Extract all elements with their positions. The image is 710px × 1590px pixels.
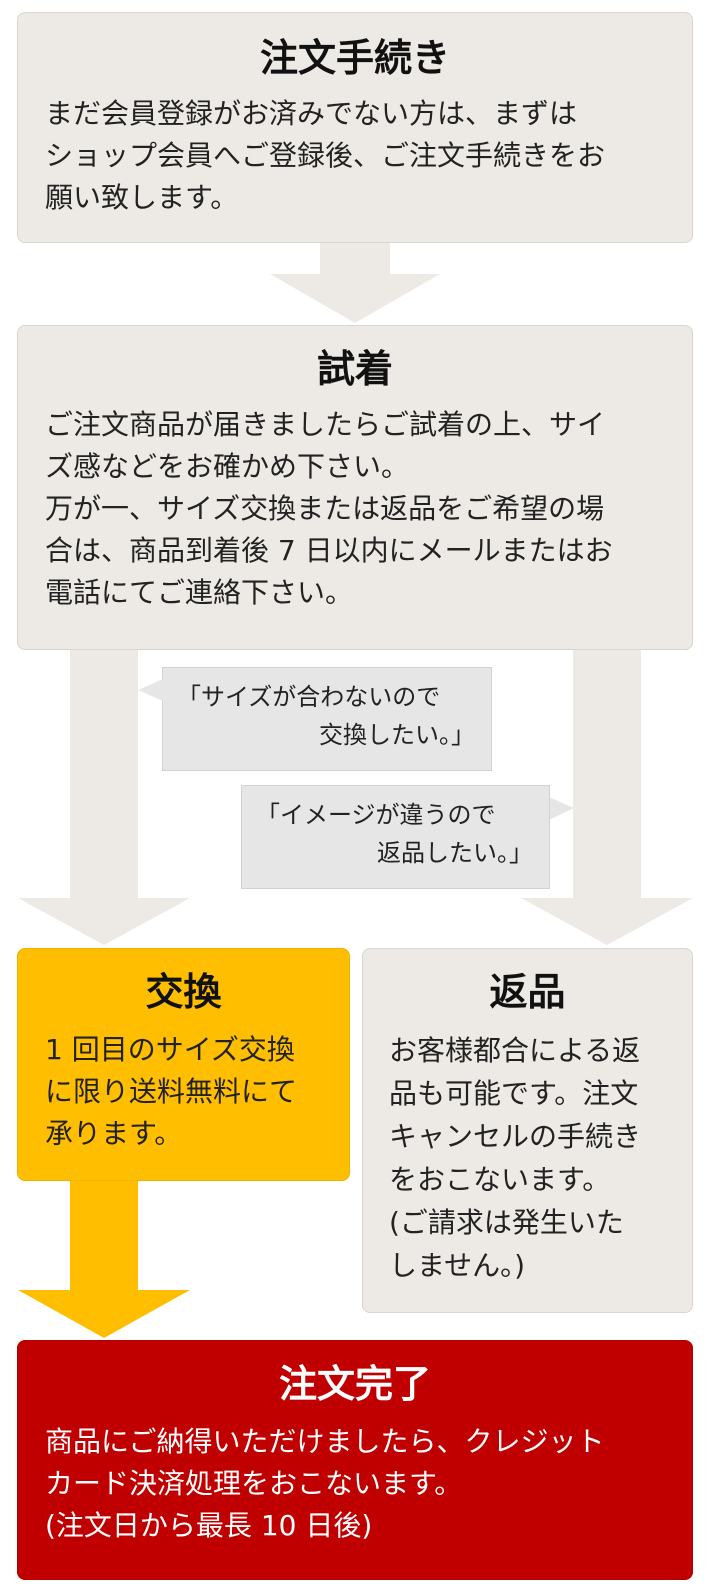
exchange-step-title: 交換 (145, 970, 222, 1014)
text-line: 1 回目のサイズ交換 (45, 1033, 295, 1066)
text-line: しません。) (389, 1249, 526, 1282)
text-line: (注文日から最長 10 日後) (45, 1509, 373, 1542)
text-line: 万が一、サイズ交換または返品をご希望の場 (45, 492, 605, 525)
fitting-step-box: 試着 ご注文商品が届きましたらご試着の上、サイ ズ感などをお確かめ下さい。 万が… (17, 325, 693, 650)
order-step-box: 注文手続き まだ会員登録がお済みでない方は、まずは ショップ会員へご登録後、ご注… (17, 12, 693, 243)
text-line: 願い致します。 (45, 181, 239, 214)
text-line: 合は、商品到着後 7 日以内にメールまたはお (45, 534, 613, 567)
return-bubble-tail (549, 797, 574, 820)
arrow-exchange-to-complete (18, 1180, 190, 1338)
text-line: 電話にてご連絡下さい。 (45, 576, 354, 609)
exchange-step-text: 1 回目のサイズ交換 に限り送料無料にて 承ります。 (45, 1029, 297, 1155)
exchange-reason-bubble: 「サイズが合わないので 交換したい。」 (162, 667, 492, 771)
text-line: ショップ会員へご登録後、ご注文手続きをお (45, 139, 606, 172)
return-reason-bubble: 「イメージが違うので 返品したい。」 (241, 785, 550, 889)
bubble-line: 「イメージが違うので (256, 801, 496, 829)
text-line: 商品にご納得いただけましたら、クレジット (45, 1425, 605, 1458)
bubble-line: 交換したい。」 (319, 721, 475, 749)
bubble-line: 「サイズが合わないので (177, 683, 441, 711)
exchange-bubble-tail (138, 679, 163, 701)
bubble-line: 返品したい。」 (377, 839, 533, 867)
exchange-step-box: 交換 1 回目のサイズ交換 に限り送料無料にて 承ります。 (17, 948, 350, 1181)
fitting-step-title: 試着 (316, 347, 393, 391)
arrow-fitting-to-exchange (18, 650, 190, 945)
return-step-box: 返品 お客様都合による返 品も可能です。注文 キャンセルの手続き をおこないます… (362, 948, 693, 1313)
text-line: まだ会員登録がお済みでない方は、まずは (45, 97, 578, 130)
complete-step-title: 注文完了 (278, 1362, 431, 1406)
text-line: キャンセルの手続き (389, 1120, 642, 1153)
arrow-fitting-to-return (521, 650, 693, 945)
fitting-step-text: ご注文商品が届きましたらご試着の上、サイ ズ感などをお確かめ下さい。 万が一、サ… (45, 404, 613, 614)
text-line: 品も可能です。注文 (389, 1077, 639, 1110)
text-line: をおこないます。 (389, 1163, 611, 1196)
text-line: ご注文商品が届きましたらご試着の上、サイ (45, 408, 606, 441)
complete-step-box: 注文完了 商品にご納得いただけましたら、クレジット カード決済処理をおこないます… (17, 1340, 693, 1580)
order-step-text: まだ会員登録がお済みでない方は、まずは ショップ会員へご登録後、ご注文手続きをお… (45, 93, 605, 219)
text-line: ズ感などをお確かめ下さい。 (45, 450, 410, 483)
text-line: カード決済処理をおこないます。 (45, 1467, 463, 1500)
order-step-title: 注文手続き (259, 36, 450, 80)
arrow-order-to-fitting (270, 243, 440, 323)
text-line: に限り送料無料にて (45, 1075, 298, 1108)
text-line: 承ります。 (45, 1117, 183, 1150)
return-step-text: お客様都合による返 品も可能です。注文 キャンセルの手続き をおこないます。 (… (389, 1029, 641, 1287)
text-line: お客様都合による返 (389, 1034, 641, 1067)
return-step-title: 返品 (489, 970, 566, 1014)
text-line: (ご請求は発生いた (389, 1206, 624, 1239)
complete-step-text: 商品にご納得いただけましたら、クレジット カード決済処理をおこないます。 (注文… (45, 1421, 604, 1547)
